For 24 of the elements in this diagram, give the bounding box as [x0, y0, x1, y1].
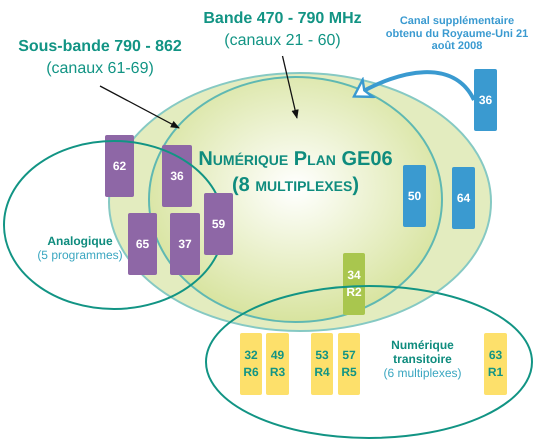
channel-tag: 50 — [403, 165, 426, 227]
channel-tag: 32 R6 — [240, 333, 262, 395]
group-title: Numérique transitoire — [390, 339, 455, 367]
channel-tag: 64 — [452, 167, 475, 229]
group-ellipse — [205, 285, 533, 439]
channel-note: Canal supplémentaire obtenu du Royaume-Uni 21 août 2008 — [384, 15, 530, 53]
band-heading: Bande 470 - 790 MHz — [202, 10, 363, 28]
channel-tag: 65 — [128, 213, 157, 275]
arrow — [352, 70, 476, 102]
channel-tag: 37 — [170, 213, 200, 275]
channel-tag: 63 R1 — [484, 333, 507, 395]
channel-tag: 53 R4 — [311, 333, 333, 395]
channel-tag: 57 R5 — [338, 333, 360, 395]
channel-tag: 49 R3 — [266, 333, 289, 395]
group-subtitle: (5 programmes) — [36, 248, 124, 263]
channel-range: (canaux 61-69) — [45, 60, 155, 78]
channel-range: (canaux 21 - 60) — [223, 32, 342, 50]
band-heading: Sous-bande 790 - 862 — [17, 38, 183, 56]
arrow — [100, 85, 180, 128]
channel-tag: 62 — [105, 135, 134, 197]
group-title: Analogique — [46, 235, 114, 249]
arrow — [282, 56, 299, 119]
channel-tag: 36 — [162, 145, 192, 207]
group-subtitle: (6 multiplexes) — [382, 366, 463, 380]
